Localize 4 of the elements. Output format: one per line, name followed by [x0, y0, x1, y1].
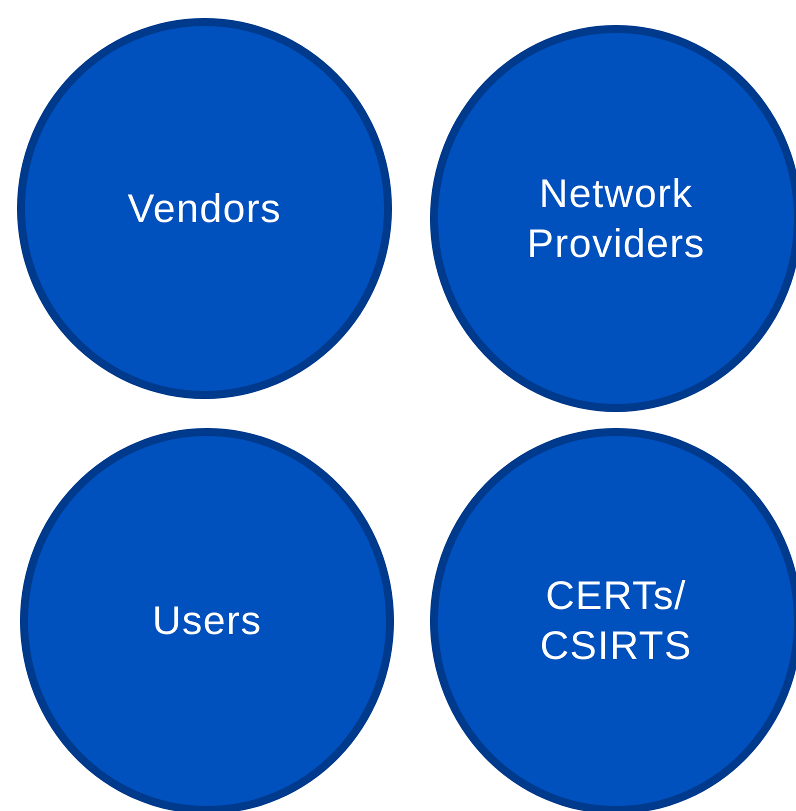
node-label: Vendors	[128, 186, 282, 232]
node-label: Network Providers	[526, 170, 706, 268]
node-label: Users	[152, 598, 262, 645]
node-label: CERTs/ CSIRTS	[539, 573, 693, 670]
